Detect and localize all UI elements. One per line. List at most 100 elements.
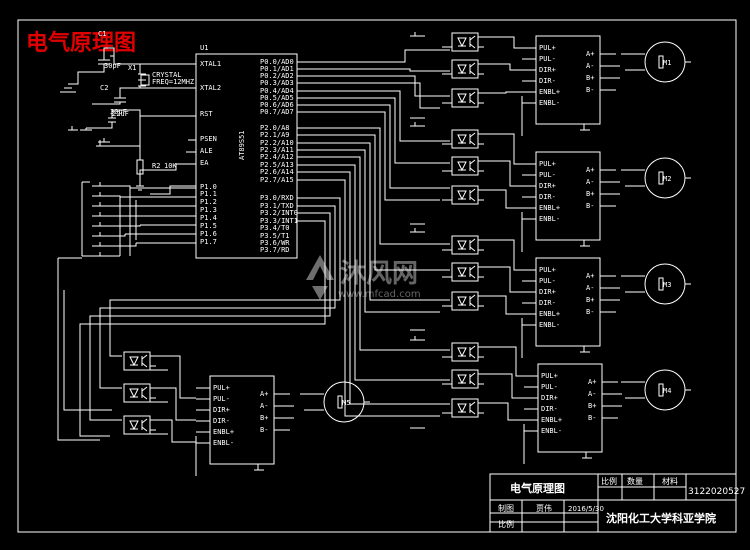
mcu-pin-label: PSEN bbox=[200, 135, 217, 143]
reset-button-icon bbox=[98, 138, 110, 143]
mcu-right-pins: P0.0/AD0P0.1/AD1P0.2/AD2P0.3/AD3P0.4/AD4… bbox=[260, 58, 298, 254]
title-block-drawn-label: 制图 bbox=[498, 503, 514, 513]
title-block-school: 沈阳化工大学科亚学院 bbox=[606, 511, 716, 525]
motor-label: M1 bbox=[663, 59, 671, 67]
cap-c1-label: C1 bbox=[98, 30, 106, 38]
mcu-designator: U1 bbox=[200, 44, 208, 52]
driver-pin-label: ENBL+ bbox=[539, 88, 560, 96]
mcu-at89s51: U1 AT89S51 XTAL1XTAL2RSTPSENALEEAP1.0P1.… bbox=[195, 44, 298, 259]
title-block-ratio-header: 比例 bbox=[601, 476, 617, 486]
crystal-body bbox=[140, 74, 150, 86]
driver-pin-label: ENBL- bbox=[213, 439, 234, 447]
mcu-pin-label: P2.2/A10 bbox=[260, 139, 294, 147]
optocoupler bbox=[451, 342, 486, 362]
optocoupler bbox=[451, 88, 486, 108]
driver-pin-label: ENBL+ bbox=[541, 416, 562, 424]
driver-pin-label: B- bbox=[586, 308, 594, 316]
mcu-pin-label: P3.1/TXD bbox=[260, 202, 294, 210]
driver-pin-label: DIR- bbox=[541, 405, 558, 413]
mcu-pin-label: P2.4/A12 bbox=[260, 153, 294, 161]
driver-pin-label: A+ bbox=[586, 50, 594, 58]
resistor-value: 10K bbox=[164, 162, 177, 170]
mcu-body bbox=[195, 53, 298, 259]
mcu-pin-label: P0.6/AD6 bbox=[260, 101, 294, 109]
drawing-title: 电气原理图 bbox=[26, 30, 136, 56]
mcu-pin-label: P0.0/AD0 bbox=[260, 58, 294, 66]
driver-pin-label: ENBL- bbox=[539, 321, 560, 329]
mcu-left-pins: XTAL1XTAL2RSTPSENALEEAP1.0P1.1P1.2P1.3P1… bbox=[200, 60, 221, 246]
mcu-part-name: AT89S51 bbox=[238, 130, 246, 160]
mcu-pin-label: P3.0/RXD bbox=[260, 194, 294, 202]
optocoupler bbox=[451, 291, 486, 311]
driver-pin-label: PUL- bbox=[539, 277, 556, 285]
driver-pin-label: DIR- bbox=[213, 417, 230, 425]
optocoupler bbox=[123, 383, 158, 403]
optocoupler bbox=[451, 129, 486, 149]
mcu-pin-label: P0.1/AD1 bbox=[260, 65, 294, 73]
cap-c2-label: C2 bbox=[100, 84, 108, 92]
title-block bbox=[489, 473, 737, 533]
mcu-pin-label: P1.3 bbox=[200, 206, 217, 214]
driver-pin-label: PUL+ bbox=[539, 44, 556, 52]
driver-pin-label: PUL+ bbox=[213, 384, 230, 392]
mcu-pin-label: P1.5 bbox=[200, 222, 217, 230]
mcu-pin-label: P2.1/A9 bbox=[260, 131, 290, 139]
stepper-motor-icon: M1 bbox=[621, 41, 691, 83]
mcu-pin-label: P1.2 bbox=[200, 198, 217, 206]
driver-pin-label: ENBL+ bbox=[539, 310, 560, 318]
stepper-drivers: PUL+ PUL- DIR+ DIR- ENBL+ ENBL- A+ A- B+ B- PUL+ PU… bbox=[195, 35, 622, 476]
driver-pin-label: A+ bbox=[586, 166, 594, 174]
driver-pin-label: A+ bbox=[588, 378, 596, 386]
watermark-logo-icon bbox=[306, 255, 334, 300]
stepper-driver: PUL+PUL-DIR+DIR-ENBL+ENBL-A+A-B+B- bbox=[521, 35, 620, 136]
driver-pin-label: ENBL- bbox=[539, 99, 560, 107]
optocoupler-groups bbox=[123, 32, 524, 443]
switch-wiring bbox=[81, 181, 196, 257]
title-block-material-header: 材料 bbox=[662, 476, 678, 486]
resistor-body bbox=[136, 159, 144, 175]
optocoupler bbox=[451, 156, 486, 176]
driver-pin-label: B- bbox=[586, 202, 594, 210]
driver-pin-label: DIR- bbox=[539, 193, 556, 201]
mcu-pin-label: EA bbox=[200, 159, 209, 167]
resistor-label: R2 bbox=[152, 162, 160, 170]
driver-pin-label: B+ bbox=[586, 190, 594, 198]
mcu-pin-label: P3.6/WR bbox=[260, 239, 290, 247]
driver-pin-label: PUL+ bbox=[539, 160, 556, 168]
mcu-pin-label: P2.6/A14 bbox=[260, 168, 294, 176]
mcu-pin-label: P1.7 bbox=[200, 238, 217, 246]
mcu-pin-label: P2.5/A13 bbox=[260, 161, 294, 169]
title-block-drawn-by: 贾伟 bbox=[536, 503, 552, 513]
mcu-pin-label: P0.3/AD3 bbox=[260, 79, 294, 87]
mcu-pin-label: P2.3/A11 bbox=[260, 146, 294, 154]
optocoupler bbox=[451, 398, 486, 418]
driver-pin-label: A- bbox=[586, 284, 594, 292]
crystal-label: X1 bbox=[128, 64, 136, 72]
driver-pin-label: A- bbox=[586, 62, 594, 70]
title-block-text: 电气原理图 比例 数量 材料 3122020527 制图 贾伟 2016/5/3… bbox=[498, 476, 745, 529]
stepper-driver: PUL+PUL-DIR+DIR-ENBL+ENBL-A+A-B+B- bbox=[195, 375, 294, 476]
mcu-pin-label: P0.5/AD5 bbox=[260, 94, 294, 102]
cap-c2-value: 30pF bbox=[110, 108, 127, 116]
mcu-pin-label: XTAL1 bbox=[200, 60, 221, 68]
drawing-frame bbox=[17, 19, 737, 533]
mcu-pin-label: P3.7/RD bbox=[260, 246, 290, 254]
driver-pin-label: DIR- bbox=[539, 77, 556, 85]
driver-pin-label: DIR+ bbox=[213, 406, 230, 414]
driver-pin-label: A- bbox=[586, 178, 594, 186]
mcu-pin-label: P1.1 bbox=[200, 190, 217, 198]
mcu-pin-label: P3.2/INT0 bbox=[260, 209, 298, 217]
mcu-pin-label: P2.7/A15 bbox=[260, 176, 294, 184]
optocoupler bbox=[451, 32, 486, 52]
optocoupler bbox=[123, 415, 158, 435]
title-block-drawing-name: 电气原理图 bbox=[510, 481, 565, 495]
driver-pin-label: ENBL- bbox=[541, 427, 562, 435]
stepper-motor-icon: M2 bbox=[621, 157, 691, 199]
mcu-pin-label: RST bbox=[200, 110, 213, 118]
crystal-freq: FREQ=12MHZ bbox=[152, 78, 194, 86]
optocoupler bbox=[451, 185, 486, 205]
motor-label: M3 bbox=[663, 281, 671, 289]
stepper-motor-icon: M4 bbox=[621, 369, 691, 411]
cap-c3-label: 22uF bbox=[112, 110, 129, 118]
